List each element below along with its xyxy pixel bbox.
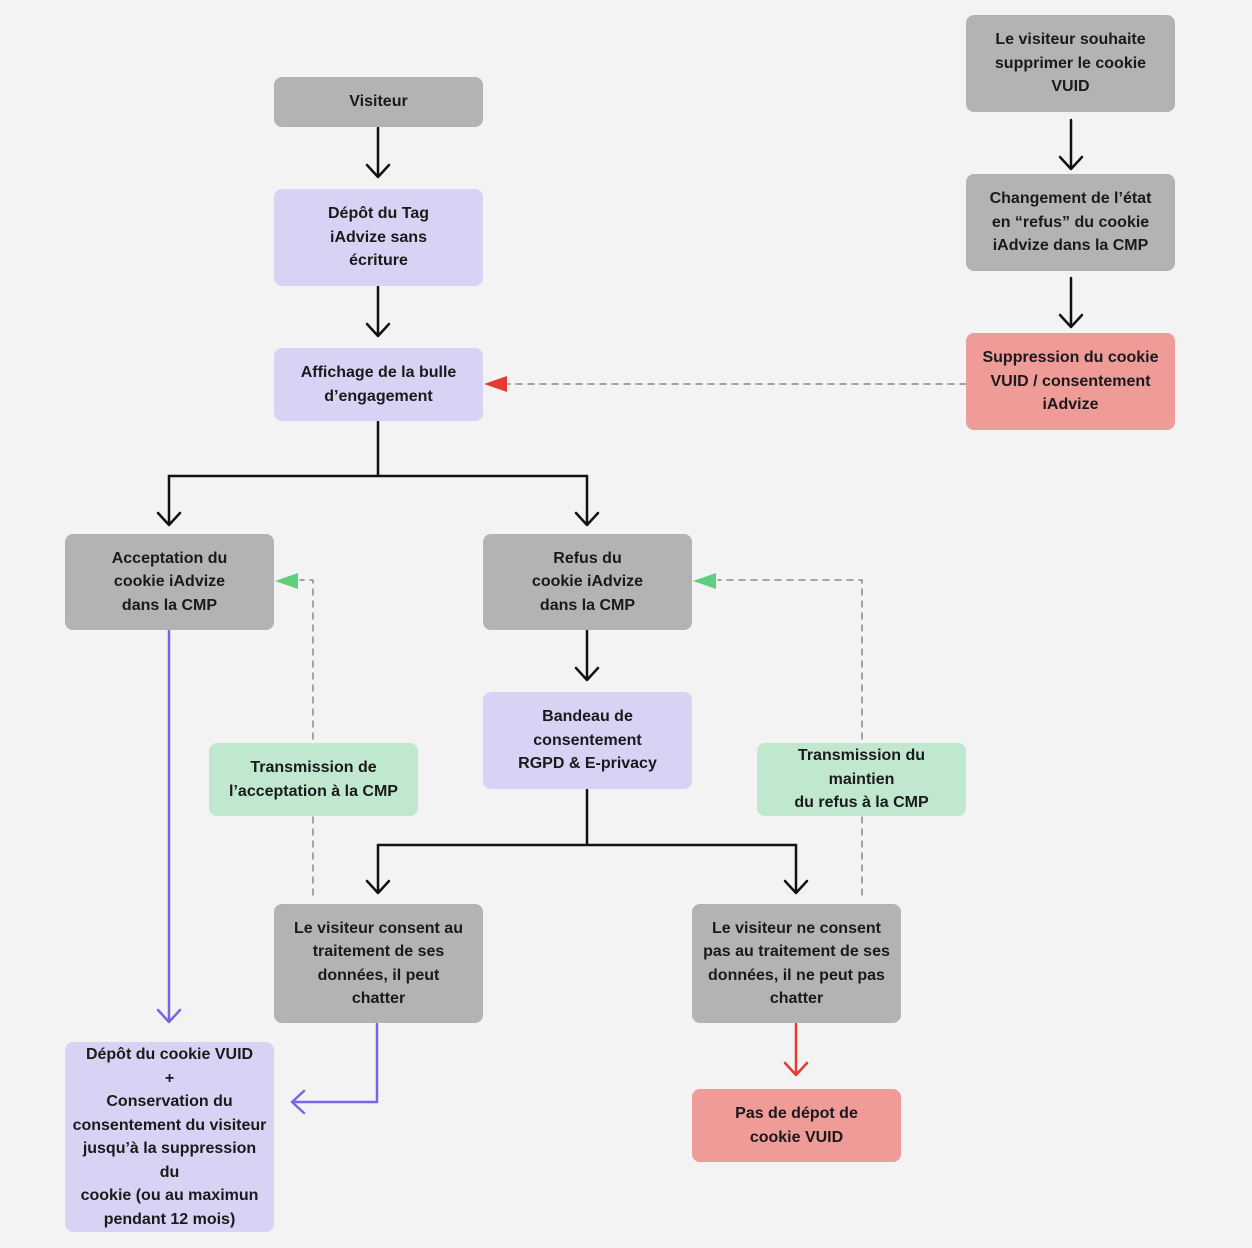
- node-depot-tag: Dépôt du Tag iAdvize sans écriture: [274, 189, 483, 286]
- node-pas-depot: Pas de dépot de cookie VUID: [692, 1089, 901, 1162]
- edge-refus-to-bandeau: [574, 629, 600, 682]
- edge-bandeau-split: [376, 788, 798, 847]
- node-no-consent: Le visiteur ne consent pas au traitement…: [692, 904, 901, 1023]
- edge-no-consent-to-pas-depot: [783, 1022, 809, 1077]
- edge-depot-tag-to-affichage: [365, 285, 391, 338]
- dashed-no-consent-to-refus: [717, 579, 863, 896]
- node-depot-vuid: Dépôt du cookie VUID + Conservation du c…: [65, 1042, 274, 1232]
- edge-changement-to-suppression: [1058, 276, 1084, 329]
- node-acceptation: Acceptation du cookie iAdvize dans la CM…: [65, 534, 274, 630]
- edge-acceptation-to-depot-vuid: [156, 629, 182, 1024]
- edge-to-consent: [365, 843, 391, 895]
- node-transmission-refus: Transmission du maintien du refus à la C…: [757, 743, 966, 816]
- node-suppression: Suppression du cookie VUID / consentemen…: [966, 333, 1175, 430]
- node-consent: Le visiteur consent au traitement de ses…: [274, 904, 483, 1023]
- edge-to-acceptation: [156, 474, 182, 527]
- edge-affichage-split: [167, 420, 589, 478]
- edge-to-no-consent: [783, 843, 809, 895]
- node-refus: Refus du cookie iAdvize dans la CMP: [483, 534, 692, 630]
- edge-to-refus: [574, 474, 600, 527]
- arrowhead-red: [484, 376, 507, 392]
- node-affichage-bulle: Affichage de la bulle d’engagement: [274, 348, 483, 421]
- node-changement-etat: Changement de l’état en “refus” du cooki…: [966, 174, 1175, 271]
- dashed-consent-to-acceptation: [299, 579, 314, 896]
- arrowhead-green-acceptation: [275, 573, 298, 589]
- node-souhaite-supprimer: Le visiteur souhaite supprimer le cookie…: [966, 15, 1175, 112]
- edge-consent-to-depot-vuid: [290, 1022, 379, 1115]
- node-transmission-acceptation: Transmission de l’acceptation à la CMP: [209, 743, 418, 816]
- node-bandeau: Bandeau de consentement RGPD & E-privacy: [483, 692, 692, 789]
- edge-souhaite-to-changement: [1058, 118, 1084, 171]
- edge-visiteur-to-depot-tag: [365, 126, 391, 179]
- node-visiteur: Visiteur: [274, 77, 483, 127]
- arrowhead-green-refus: [693, 573, 716, 589]
